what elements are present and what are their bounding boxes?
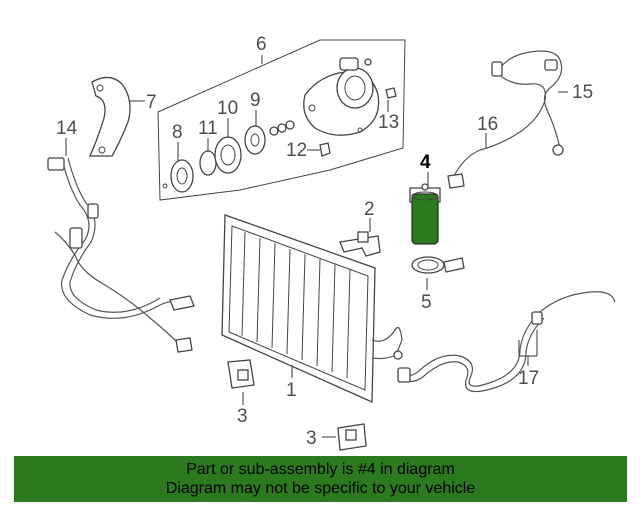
- callout-1: 1: [286, 380, 297, 401]
- receiver-drier-highlight: [411, 193, 439, 245]
- condenser-bracket-part: [339, 231, 381, 257]
- receiver-drier-part: [409, 183, 441, 245]
- callout-6: 6: [256, 34, 267, 55]
- callout-4: 4: [420, 152, 431, 173]
- callout-3-lower: 3: [306, 428, 317, 449]
- leader-lines: [65, 55, 568, 438]
- callout-3-upper: 3: [237, 406, 248, 427]
- callout-numbers: 6 7 8 11 10 9 12 13 14 15 16 4 2 5 1 3 3…: [56, 34, 593, 449]
- callout-7: 7: [146, 92, 157, 113]
- callout-13: 13: [378, 112, 399, 133]
- callout-9: 9: [250, 90, 261, 111]
- callout-5: 5: [421, 292, 432, 313]
- condenser-part: [221, 214, 403, 403]
- hose-assembly-part: [47, 157, 195, 353]
- callout-12: 12: [286, 140, 307, 161]
- callout-10: 10: [217, 98, 238, 119]
- callout-8: 8: [172, 122, 183, 143]
- callout-2: 2: [364, 199, 375, 220]
- liquid-line-part: [397, 291, 616, 393]
- compressor-assembly-panel: [157, 39, 406, 201]
- callout-14: 14: [56, 118, 78, 139]
- suction-line-part: [447, 50, 564, 189]
- banner-line-1: Part or sub-assembly is #4 in diagram: [186, 461, 455, 478]
- mounting-bracket-part: [88, 76, 131, 157]
- callout-15: 15: [572, 82, 593, 103]
- info-banner: Part or sub-assembly is #4 in diagram Di…: [14, 456, 627, 502]
- callout-17: 17: [518, 368, 539, 389]
- drier-bracket-part: [411, 256, 465, 274]
- banner-line-2: Diagram may not be specific to your vehi…: [165, 480, 476, 497]
- callout-16: 16: [477, 114, 498, 135]
- callout-11: 11: [198, 118, 218, 139]
- lower-bracket-part: [227, 359, 367, 451]
